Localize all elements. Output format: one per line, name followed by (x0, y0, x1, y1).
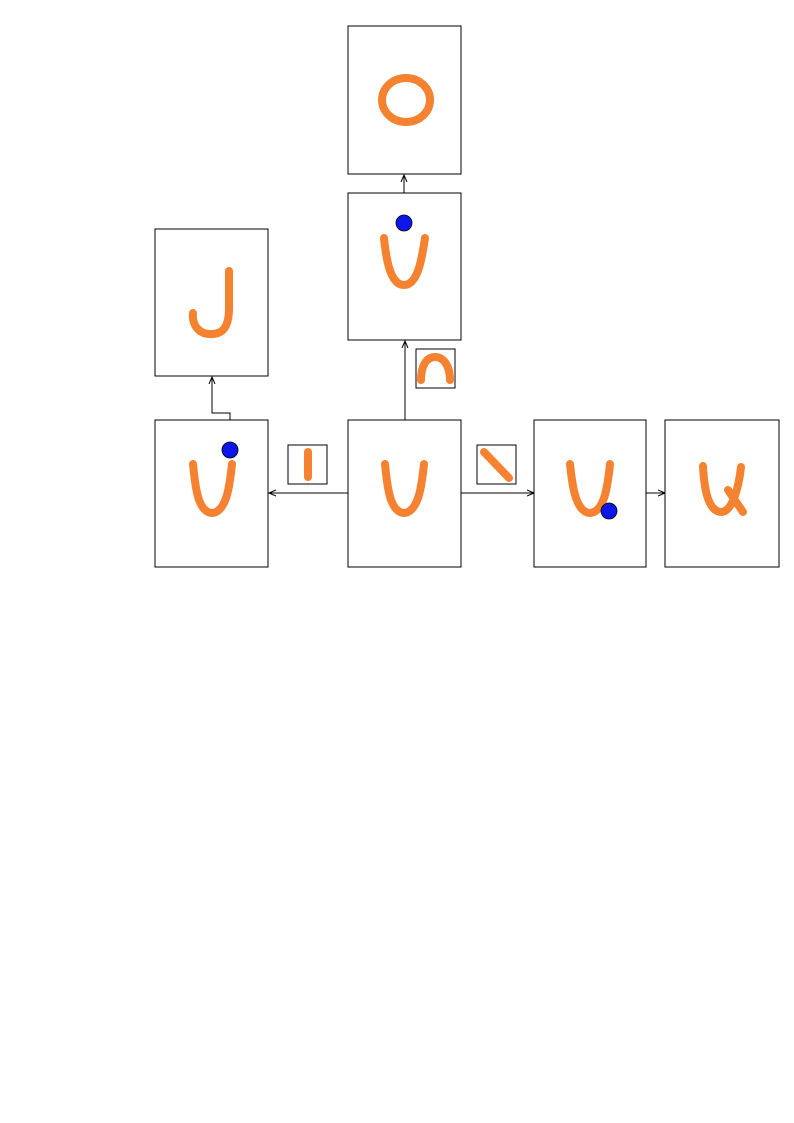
operator-diagonal-stroke (476, 444, 517, 485)
stroke-start-dot (395, 214, 413, 232)
a-loop-glyph (699, 462, 747, 516)
panel-right (533, 419, 647, 568)
operator-arch-stroke (415, 348, 456, 389)
o-glyph (378, 74, 434, 126)
panel-top (347, 192, 462, 341)
panel-left (154, 419, 269, 568)
v-glyph (380, 234, 429, 289)
panel-right-result (664, 419, 780, 568)
panel-left-result (154, 228, 269, 377)
panel-center (347, 419, 462, 568)
j-glyph (188, 267, 233, 339)
stroke-start-dot (600, 502, 618, 520)
panel-top-result (347, 25, 462, 175)
u-glyph (566, 460, 614, 517)
u-glyph (381, 460, 428, 517)
operator-vertical-stroke (287, 444, 328, 485)
stroke-start-dot (221, 441, 239, 459)
diagonal-icon (480, 448, 513, 482)
arch-icon (417, 353, 454, 384)
u-glyph (189, 460, 236, 517)
